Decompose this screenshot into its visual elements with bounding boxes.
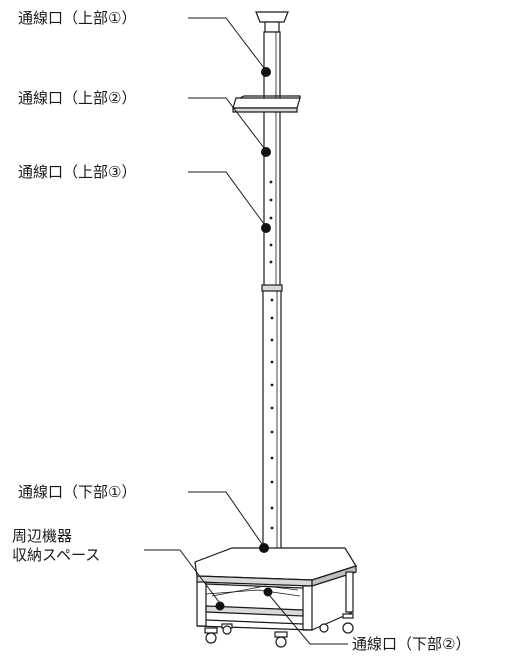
leader-upper2 — [188, 97, 265, 149]
port-storage-marker — [215, 601, 225, 611]
port-upper2-marker — [261, 147, 271, 157]
top-mount-plate — [255, 11, 289, 23]
wiring-ports — [215, 67, 273, 611]
pole-joint — [261, 284, 283, 292]
storage-shelf — [205, 605, 304, 617]
leader-upper1 — [188, 17, 265, 69]
lower-pole — [262, 287, 282, 551]
leader-upper3 — [188, 171, 265, 225]
port-upper3-marker — [261, 223, 271, 233]
pole — [255, 11, 289, 551]
label-lower1: 通線口（下部①） — [18, 483, 136, 501]
port-lower1-marker — [259, 543, 269, 553]
port-lower2-marker — [263, 587, 273, 597]
pole-side-holes — [269, 180, 274, 530]
port-upper1-marker — [261, 67, 271, 77]
top-mount-neck — [264, 21, 280, 33]
label-lower2: 通線口（下部②） — [352, 635, 470, 653]
base-cabinet — [194, 547, 357, 631]
label-upper2: 通線口（上部②） — [18, 89, 136, 107]
label-storage-line1: 周辺機器 — [12, 527, 72, 545]
label-upper3: 通線口（上部③） — [18, 163, 136, 181]
leader-storage — [144, 549, 220, 603]
label-upper1: 通線口（上部①） — [18, 9, 136, 27]
leader-lines — [144, 17, 348, 645]
pole-shelf — [232, 95, 301, 113]
leader-lower1 — [188, 491, 263, 545]
casters — [204, 613, 354, 648]
label-storage-line2: 収納スペース — [12, 546, 100, 564]
leader-lower2 — [269, 595, 348, 645]
